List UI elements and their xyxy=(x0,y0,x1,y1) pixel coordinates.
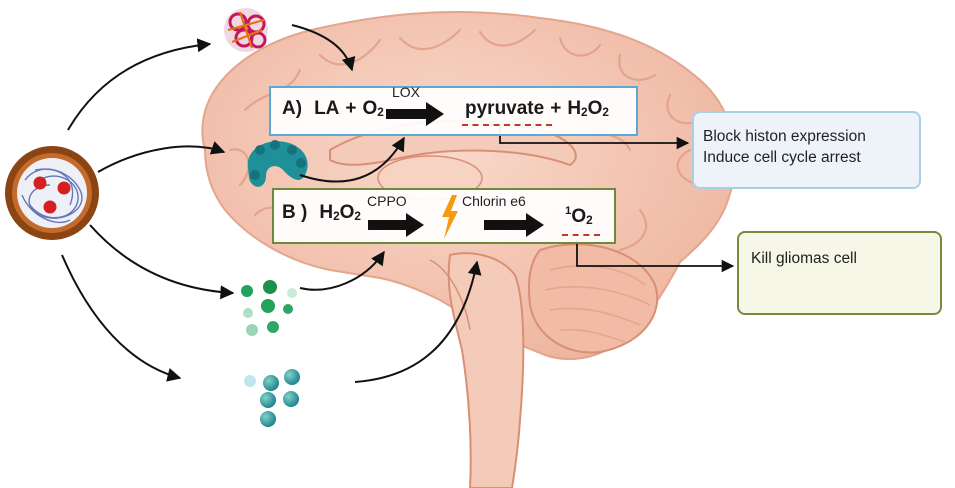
reaction-b-arrow-2 xyxy=(484,213,544,237)
outcome-a-line-1: Block histon expression xyxy=(703,128,866,145)
singlet-oxygen-superscript: 1 xyxy=(565,205,572,218)
singlet-oxygen-subscript: 2 xyxy=(586,213,593,227)
plus-sign: + xyxy=(345,98,357,119)
reaction-b-arrow-1 xyxy=(368,213,424,237)
singlet-oxygen-underline xyxy=(562,234,600,236)
outcome-b-line-1: Kill gliomas cell xyxy=(751,250,857,267)
lox-enzyme-label: LOX xyxy=(392,84,421,100)
reaction-b-label: B ) xyxy=(282,202,308,223)
nanoparticle-carrier-icon xyxy=(5,146,99,240)
outcome-a-box: Block histon expression Induce cell cycl… xyxy=(692,111,921,189)
nanocage-icon xyxy=(224,8,268,52)
cppo-enzyme-label: CPPO xyxy=(367,193,407,209)
pyruvate-underline xyxy=(462,124,552,126)
reaction-a-label: A) xyxy=(282,98,303,119)
chlorin-e6-label: Chlorin e6 xyxy=(462,193,526,209)
pyruvate-text: pyruvate xyxy=(465,98,545,119)
green-beads-icon xyxy=(241,280,297,336)
outcome-a-line-2: Induce cell cycle arrest xyxy=(703,149,861,166)
singlet-oxygen-o: O xyxy=(571,206,587,227)
brain-sagittal-icon xyxy=(201,11,736,488)
teal-beads-icon xyxy=(244,369,300,427)
h2o2-o-b: O xyxy=(339,202,355,223)
oxygen-subscript: 2 xyxy=(377,105,384,119)
outcome-b-box: Kill gliomas cell xyxy=(737,231,942,315)
enzyme-protein-icon xyxy=(247,140,308,187)
reaction-a-arrow xyxy=(386,102,444,126)
h2o2-h: H xyxy=(567,98,582,119)
h2o2-o: O xyxy=(587,98,603,119)
h2o2-h-b: H xyxy=(319,202,334,223)
oxygen-text: O xyxy=(362,98,378,119)
lightning-bolt-icon xyxy=(442,195,458,239)
delivery-arrows xyxy=(61,24,482,383)
lactate-text: LA xyxy=(314,98,340,119)
plus-sign-2: + xyxy=(550,98,562,119)
reaction-a-box xyxy=(269,86,638,136)
